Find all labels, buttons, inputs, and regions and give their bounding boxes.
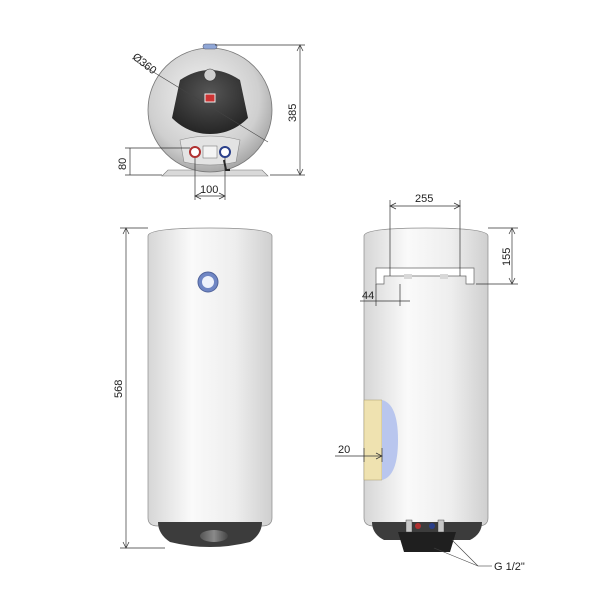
inner-tank-cutaway (382, 400, 398, 480)
diameter-label: Ø360 (130, 51, 159, 77)
mounting-bracket (375, 267, 475, 285)
thermostat-knob (203, 68, 217, 82)
front-cap-light (200, 530, 228, 542)
top-view: Ø360 385 80 100 (117, 43, 305, 200)
hot-pipe-icon (405, 519, 413, 533)
side-connection-block (398, 532, 456, 552)
cold-pipe-icon (437, 519, 445, 533)
front-view: 568 (113, 227, 273, 549)
top-connector (202, 43, 218, 50)
inlet-height-label: 80 (117, 158, 129, 170)
bracket-offset-label: 44 (362, 290, 374, 302)
front-body (147, 227, 273, 527)
hot-outlet-icon (189, 146, 201, 158)
bracket-slot-left (404, 274, 412, 279)
bracket-width-label: 255 (415, 193, 433, 205)
total-height-label: 568 (113, 380, 125, 398)
red-marker-icon (415, 523, 421, 529)
valve-box (202, 145, 218, 159)
inlet-spacing-label: 100 (200, 184, 218, 196)
cold-inlet-icon (219, 146, 231, 158)
height-385-label: 385 (287, 104, 299, 122)
blue-marker-icon (429, 523, 435, 529)
side-view: 255 155 44 20 G 1/2" (335, 193, 525, 573)
thermometer-dial (202, 276, 214, 288)
bracket-height-label: 155 (501, 248, 513, 266)
thread-label: G 1/2" (494, 561, 525, 573)
insulation-cutaway (363, 399, 383, 481)
stand-foot (161, 169, 269, 177)
indicator-light (204, 93, 216, 103)
bracket-slot-right (440, 274, 448, 279)
anode-offset-label: 20 (338, 444, 350, 456)
